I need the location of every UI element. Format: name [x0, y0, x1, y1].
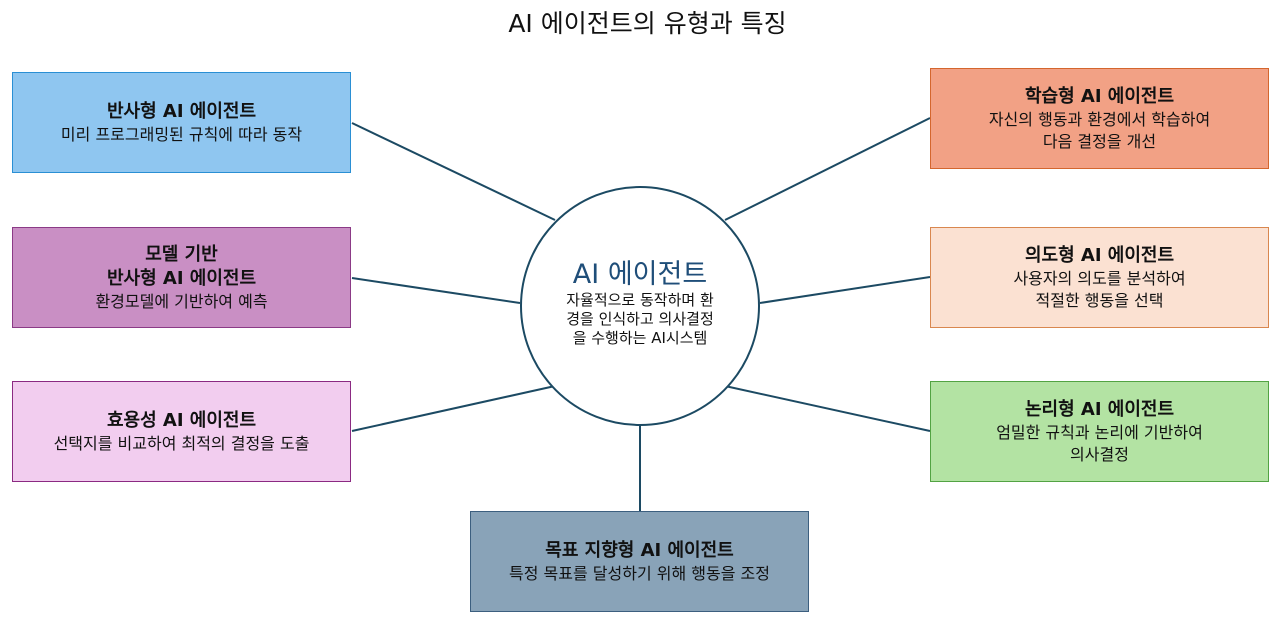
- box-title: 학습형 AI 에이전트: [1024, 85, 1175, 107]
- center-node: AI 에이전트 자율적으로 동작하며 환경을 인식하고 의사결정을 수행하는 A…: [520, 186, 760, 426]
- center-description: 자율적으로 동작하며 환경을 인식하고 의사결정을 수행하는 AI시스템: [566, 290, 714, 347]
- center-title: AI 에이전트: [572, 258, 708, 290]
- connector-learning: [724, 117, 931, 221]
- connector-model: [351, 277, 521, 304]
- connector-logic: [724, 385, 931, 432]
- box-reflex: 반사형 AI 에이전트 미리 프로그래밍된 규칙에 따라 동작: [12, 72, 351, 173]
- box-title: 의도형 AI 에이전트: [1024, 244, 1175, 266]
- box-title: 목표 지향형 AI 에이전트: [545, 539, 734, 561]
- connector-reflex: [351, 122, 556, 221]
- box-description: 환경모델에 기반하여 예측: [95, 291, 268, 311]
- diagram-title: AI 에이전트의 유형과 특징: [508, 9, 787, 38]
- box-description-line2: 다음 결정을 개선: [1042, 131, 1157, 151]
- box-description: 특정 목표를 달성하기 위해 행동을 조정: [509, 563, 770, 583]
- box-description: 엄밀한 규칙과 논리에 기반하여: [996, 422, 1203, 442]
- box-learning: 학습형 AI 에이전트 자신의 행동과 환경에서 학습하여 다음 결정을 개선: [930, 68, 1269, 169]
- box-title-line2: 반사형 AI 에이전트: [106, 267, 257, 289]
- box-description: 미리 프로그래밍된 규칙에 따라 동작: [60, 124, 303, 144]
- box-intent: 의도형 AI 에이전트 사용자의 의도를 분석하여 적절한 행동을 선택: [930, 227, 1269, 328]
- box-title: 논리형 AI 에이전트: [1024, 398, 1175, 420]
- box-title: 모델 기반: [145, 243, 218, 265]
- box-description-line2: 적절한 행동을 선택: [1035, 290, 1164, 310]
- box-goal: 목표 지향형 AI 에이전트 특정 목표를 달성하기 위해 행동을 조정: [470, 511, 809, 612]
- box-title: 반사형 AI 에이전트: [106, 100, 257, 122]
- connector-utility: [351, 385, 556, 432]
- box-description: 선택지를 비교하여 최적의 결정을 도출: [53, 433, 310, 453]
- box-model: 모델 기반 반사형 AI 에이전트 환경모델에 기반하여 예측: [12, 227, 351, 328]
- box-title: 효용성 AI 에이전트: [106, 409, 257, 431]
- box-logic: 논리형 AI 에이전트 엄밀한 규칙과 논리에 기반하여 의사결정: [930, 381, 1269, 482]
- box-description: 자신의 행동과 환경에서 학습하여: [988, 109, 1211, 129]
- box-description: 사용자의 의도를 분석하여: [1013, 268, 1186, 288]
- box-utility: 효용성 AI 에이전트 선택지를 비교하여 최적의 결정을 도출: [12, 381, 351, 482]
- connector-intent: [759, 276, 931, 304]
- box-description-line2: 의사결정: [1070, 444, 1129, 464]
